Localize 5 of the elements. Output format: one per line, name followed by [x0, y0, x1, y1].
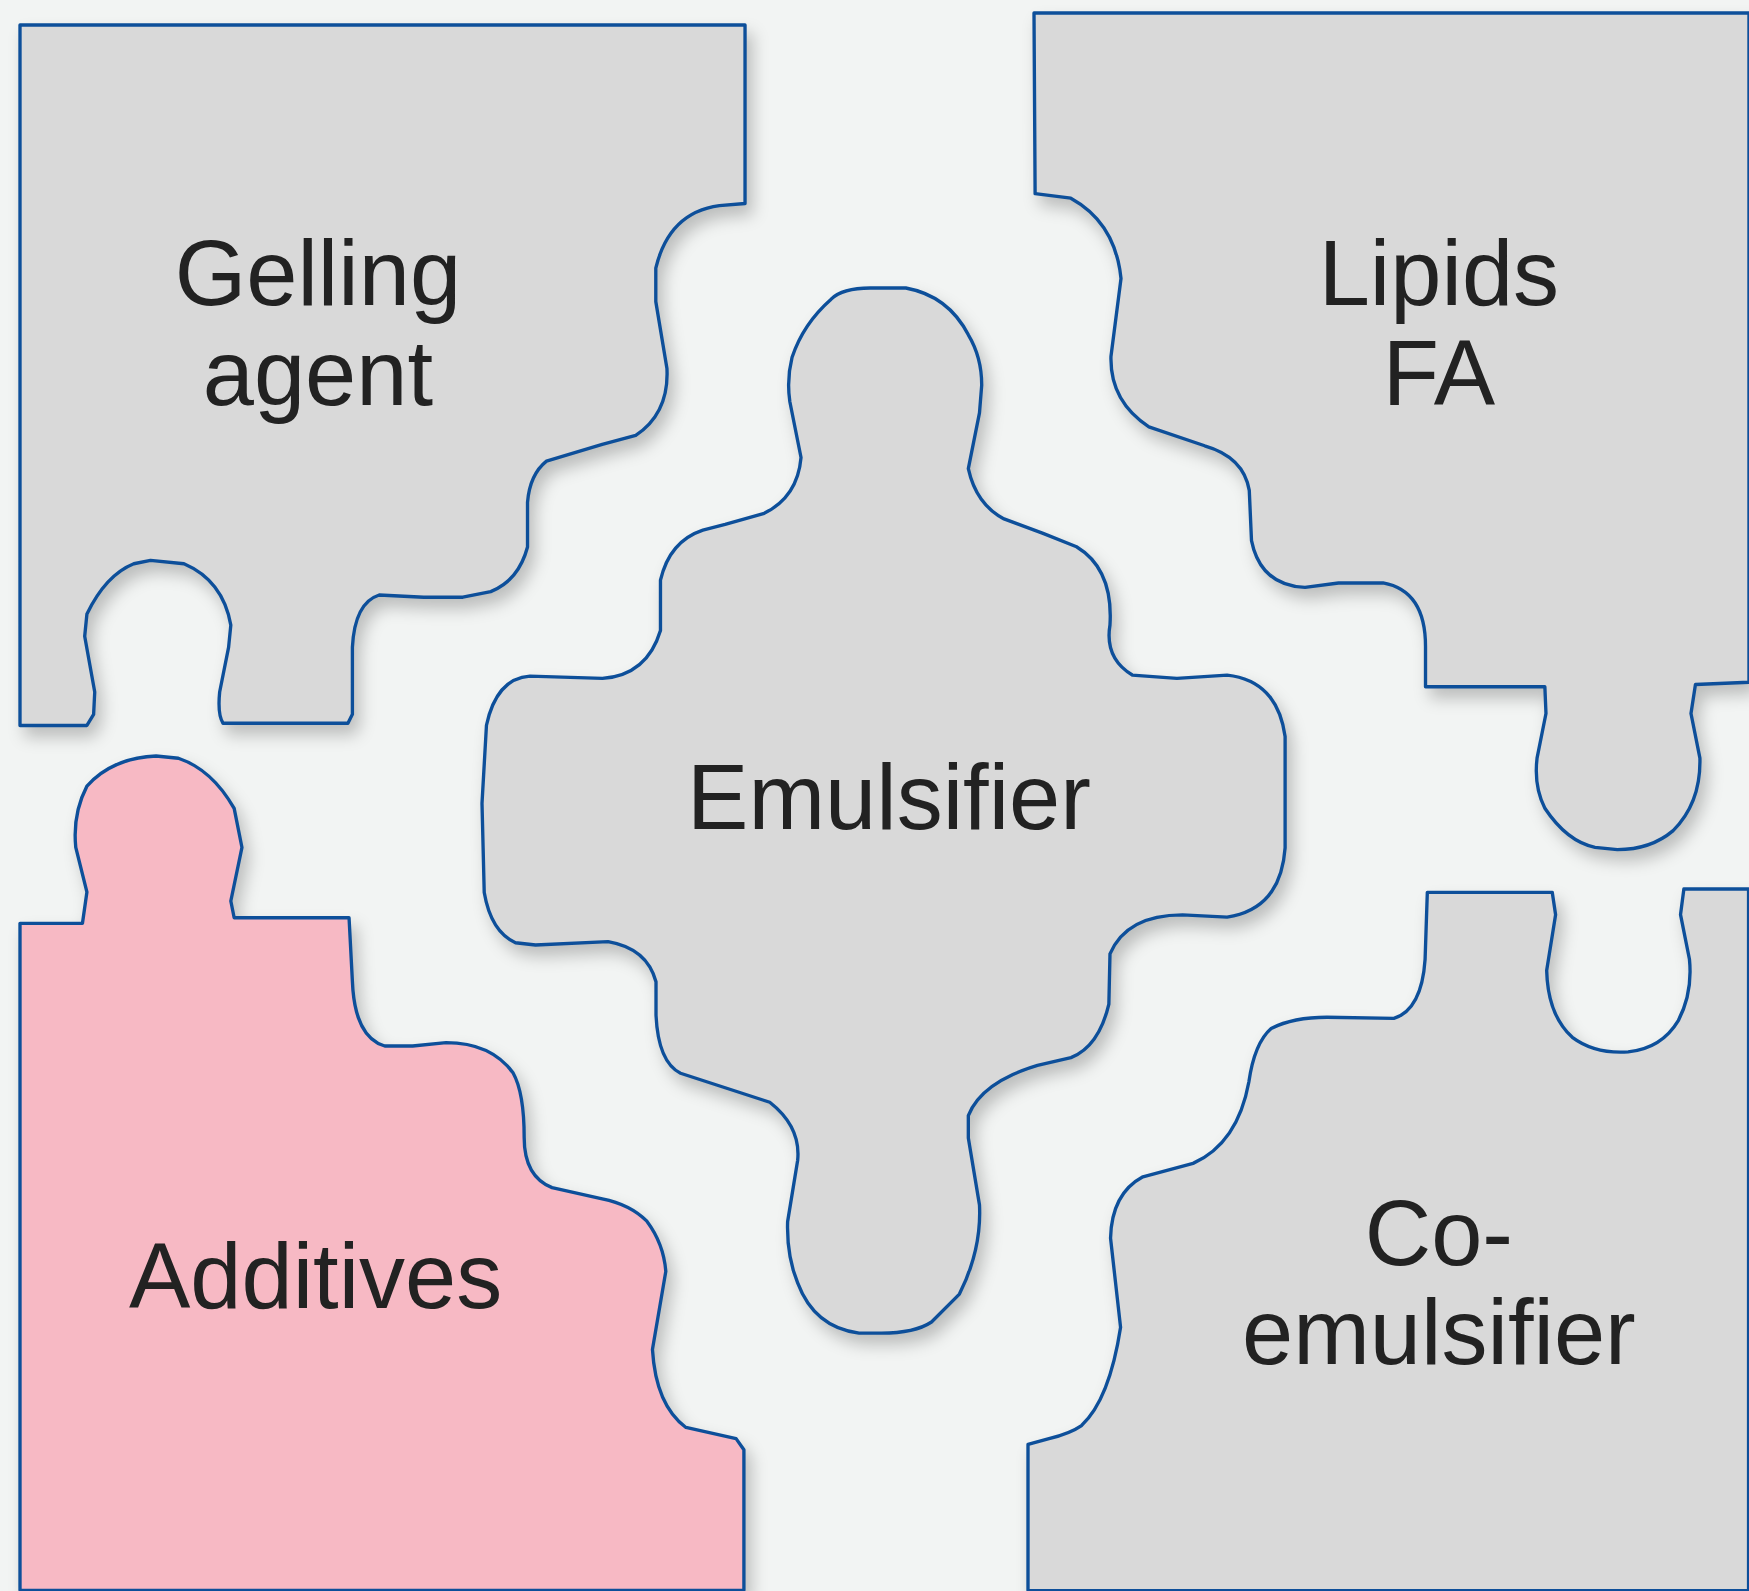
- piece-label: Gelling agent: [173, 224, 463, 423]
- piece-label: Emulsifier: [687, 747, 1091, 848]
- piece-label: Additives: [129, 1227, 503, 1327]
- piece-label: Co-emulsifier: [1241, 1183, 1637, 1383]
- piece-label: Lipids FA: [1317, 224, 1561, 423]
